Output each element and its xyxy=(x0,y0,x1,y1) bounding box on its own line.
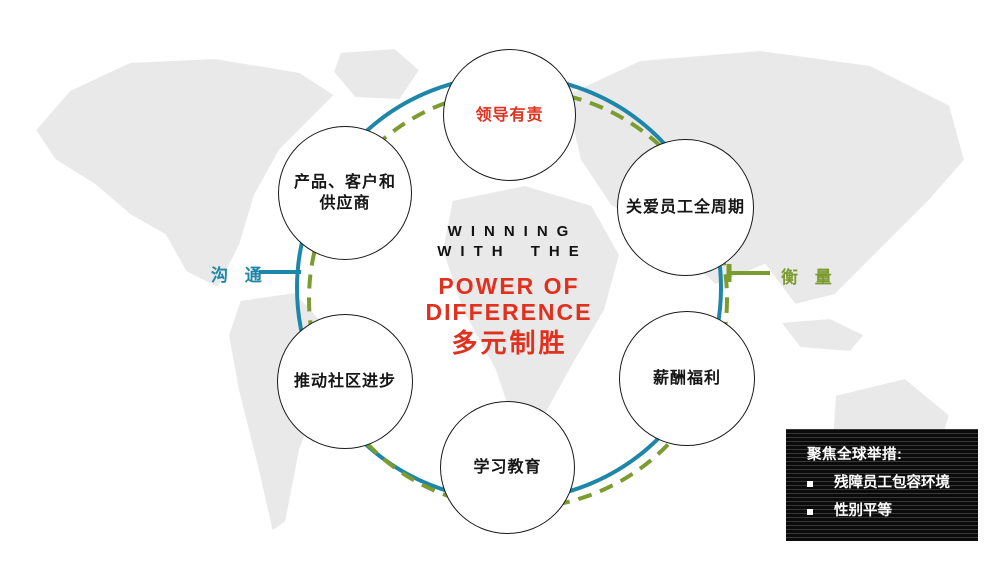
node-compensation-benefits: 薪酬福利 xyxy=(619,311,755,446)
node-learning-education-label: 学习教育 xyxy=(473,459,542,476)
node-leadership: 领导有责 xyxy=(443,49,576,181)
global-initiatives-callout: 聚焦全球举措: 残障员工包容环境 性别平等 xyxy=(786,429,978,541)
bullet-square-icon xyxy=(807,480,813,487)
node-products-customers-suppliers-label: 产品、客户和 供应商 xyxy=(293,174,396,212)
center-title-chinese: 多元制胜 xyxy=(451,328,568,358)
left-label-communication: 沟 通 xyxy=(211,266,268,285)
bullet-square-icon xyxy=(807,508,813,515)
callout-item-label: 性别平等 xyxy=(834,503,892,519)
node-leadership-label: 领导有责 xyxy=(475,106,544,124)
node-products-customers-suppliers: 产品、客户和 供应商 xyxy=(278,126,412,260)
callout-title: 聚焦全球举措: xyxy=(807,447,903,463)
center-eyebrow-line2: WITH THE xyxy=(437,243,588,260)
node-compensation-benefits-label: 薪酬福利 xyxy=(652,370,721,387)
right-label-measurement: 衡 量 xyxy=(781,268,838,287)
node-employee-care-label: 关爱员工全周期 xyxy=(626,199,746,216)
center-title-line1: POWER OF xyxy=(438,273,580,299)
node-community-progress: 推动社区进步 xyxy=(277,314,413,449)
center-text-block: WINNING WITH THE POWER OF DIFFERENCE 多元制… xyxy=(374,222,642,359)
node-learning-education: 学习教育 xyxy=(440,401,575,534)
center-title-line2: DIFFERENCE xyxy=(425,299,593,325)
center-eyebrow-line1: WINNING xyxy=(447,223,578,240)
node-community-progress-label: 推动社区进步 xyxy=(293,373,396,390)
node-employee-care: 关爱员工全周期 xyxy=(617,139,754,276)
callout-item-label: 残障员工包容环境 xyxy=(834,475,950,491)
callout-item: 残障员工包容环境 xyxy=(807,475,970,492)
callout-item: 性别平等 xyxy=(807,503,970,520)
